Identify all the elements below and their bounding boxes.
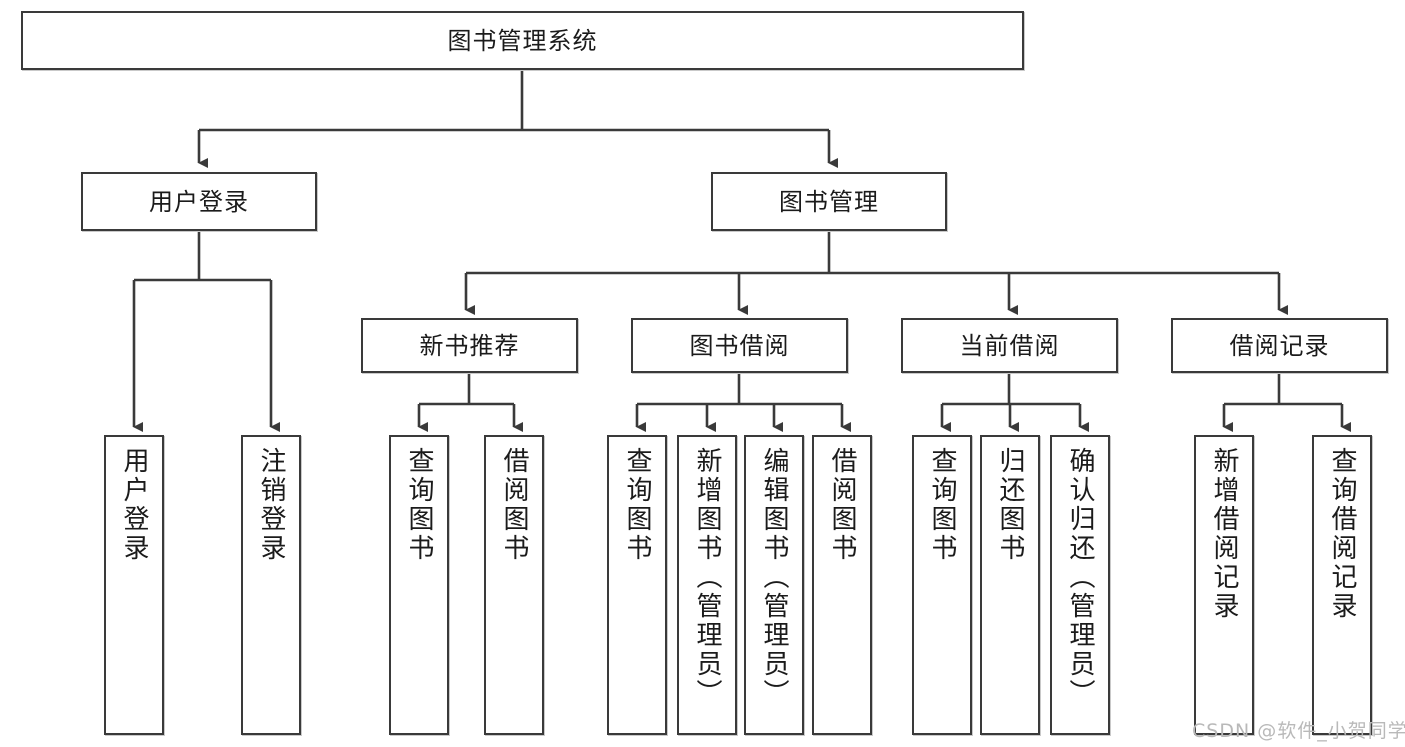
node-leaf-confirm-return-label: 确认归还（管理员） bbox=[1065, 447, 1095, 708]
node-leaf-add-record-label: 新增借阅记录 bbox=[1209, 447, 1239, 621]
node-book-borrow[interactable]: 图书借阅 bbox=[631, 318, 848, 373]
node-leaf-query-book-3-label: 查询图书 bbox=[927, 447, 957, 563]
node-borrow-record-label: 借阅记录 bbox=[1229, 331, 1330, 360]
node-leaf-edit-book-label: 编辑图书（管理员） bbox=[759, 447, 789, 708]
node-leaf-add-book-label: 新增图书（管理员） bbox=[692, 447, 722, 708]
node-leaf-query-record-label: 查询借阅记录 bbox=[1327, 447, 1357, 621]
node-root-label: 图书管理系统 bbox=[447, 26, 598, 55]
node-current-borrow[interactable]: 当前借阅 bbox=[901, 318, 1118, 373]
node-book-borrow-label: 图书借阅 bbox=[689, 331, 790, 360]
node-leaf-edit-book[interactable]: 编辑图书（管理员） bbox=[744, 435, 804, 735]
node-user-login[interactable]: 用户登录 bbox=[81, 172, 317, 231]
node-current-borrow-label: 当前借阅 bbox=[959, 331, 1060, 360]
node-book-manage-label: 图书管理 bbox=[779, 187, 879, 216]
node-leaf-return-book-label: 归还图书 bbox=[995, 447, 1025, 563]
node-leaf-user-login[interactable]: 用户登录 bbox=[104, 435, 164, 735]
node-leaf-query-book-1[interactable]: 查询图书 bbox=[389, 435, 449, 735]
node-leaf-confirm-return[interactable]: 确认归还（管理员） bbox=[1050, 435, 1110, 735]
node-leaf-query-book-1-label: 查询图书 bbox=[404, 447, 434, 563]
node-leaf-logout-label: 注销登录 bbox=[256, 447, 286, 563]
node-leaf-query-record[interactable]: 查询借阅记录 bbox=[1312, 435, 1372, 735]
node-user-login-label: 用户登录 bbox=[149, 187, 249, 216]
node-leaf-query-book-3[interactable]: 查询图书 bbox=[912, 435, 972, 735]
node-new-book-recommend-label: 新书推荐 bbox=[419, 331, 520, 360]
node-root[interactable]: 图书管理系统 bbox=[21, 11, 1024, 70]
node-leaf-user-login-label: 用户登录 bbox=[119, 447, 149, 563]
node-leaf-borrow-book-1[interactable]: 借阅图书 bbox=[484, 435, 544, 735]
node-leaf-borrow-book-1-label: 借阅图书 bbox=[499, 447, 529, 563]
node-leaf-add-record[interactable]: 新增借阅记录 bbox=[1194, 435, 1254, 735]
node-leaf-add-book[interactable]: 新增图书（管理员） bbox=[677, 435, 737, 735]
node-book-manage[interactable]: 图书管理 bbox=[711, 172, 947, 231]
node-leaf-borrow-book-2-label: 借阅图书 bbox=[827, 447, 857, 563]
node-leaf-query-book-2[interactable]: 查询图书 bbox=[607, 435, 667, 735]
node-leaf-logout[interactable]: 注销登录 bbox=[241, 435, 301, 735]
node-leaf-query-book-2-label: 查询图书 bbox=[622, 447, 652, 563]
csdn-watermark: CSDN @软件_小贺同学 bbox=[1192, 720, 1405, 742]
node-leaf-borrow-book-2[interactable]: 借阅图书 bbox=[812, 435, 872, 735]
node-new-book-recommend[interactable]: 新书推荐 bbox=[361, 318, 578, 373]
node-leaf-return-book[interactable]: 归还图书 bbox=[980, 435, 1040, 735]
node-borrow-record[interactable]: 借阅记录 bbox=[1171, 318, 1388, 373]
